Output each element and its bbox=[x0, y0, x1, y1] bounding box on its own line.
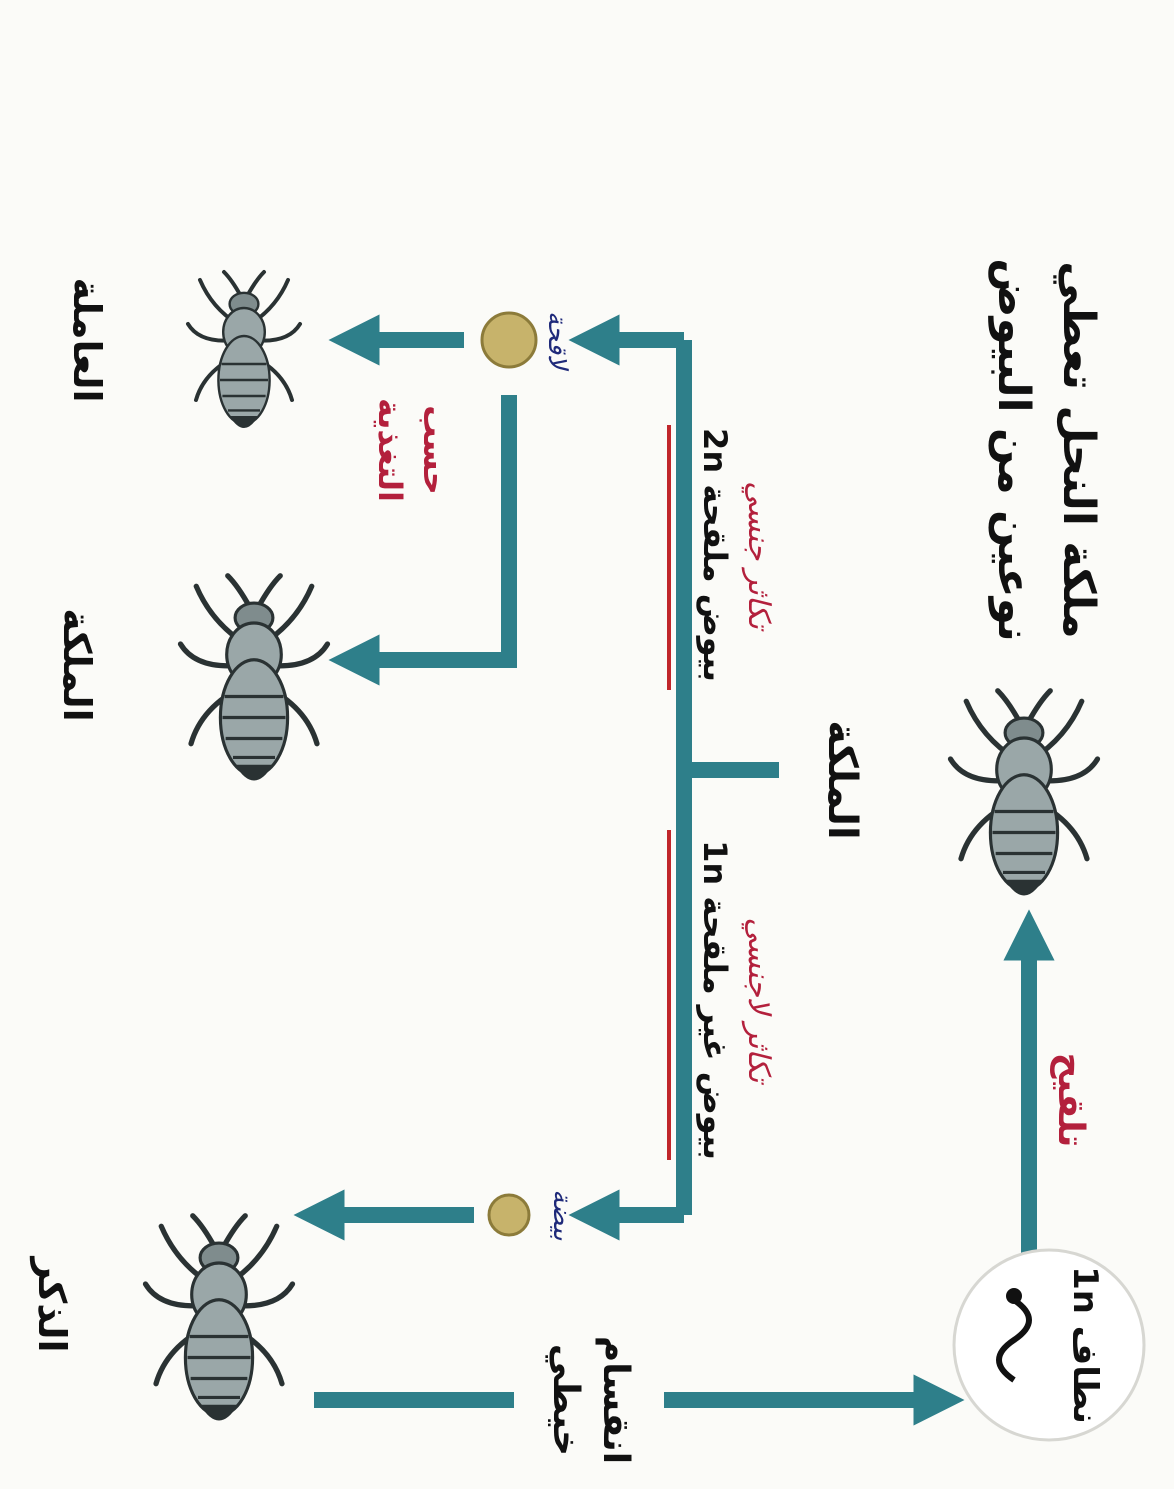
queen-top-icon bbox=[951, 691, 1098, 896]
intro-line2: نوعين من البيوض bbox=[988, 258, 1039, 642]
fertilized-note: تكاثر جنسي bbox=[741, 481, 776, 632]
division-line2: خيطي bbox=[545, 1344, 586, 1456]
sperm-label: نطاف 1n bbox=[1065, 1266, 1105, 1424]
sperm-head bbox=[1006, 1288, 1022, 1304]
nutrition-line1: حسب bbox=[416, 405, 454, 495]
nutrition-line2: التغذية bbox=[371, 398, 409, 502]
unfertilized-eggs-label: بيوض غير ملقحة 1n bbox=[696, 840, 734, 1160]
queen-top-label: الملكة bbox=[819, 720, 865, 839]
fertilized-eggs-label: بيوض ملقحة 2n bbox=[696, 428, 734, 682]
unfertilized-egg-note: بيضة bbox=[547, 1189, 577, 1241]
rotated-content: ملكة النحل تعطي نوعين من البيوض الملكة ت… bbox=[30, 258, 1144, 1464]
sperm-circle bbox=[954, 1250, 1144, 1440]
worker-label: العاملة bbox=[65, 277, 109, 402]
male-label: الذكر bbox=[30, 1256, 74, 1353]
fertilization-label: تلقيح bbox=[1050, 1053, 1091, 1148]
intro-line1: ملكة النحل تعطي bbox=[1053, 261, 1104, 638]
division-line1: انقسام bbox=[595, 1336, 636, 1464]
male-icon bbox=[146, 1216, 293, 1421]
unfertilized-egg bbox=[489, 1195, 529, 1235]
fertilized-egg-note: لاقحة bbox=[542, 311, 572, 372]
unfertilized-note: تكاثر لاجنسي bbox=[741, 918, 776, 1086]
fertilized-egg bbox=[482, 313, 536, 367]
queen-bottom-icon bbox=[181, 576, 328, 781]
queen-bottom-label: الملكة bbox=[55, 608, 99, 721]
worker-icon bbox=[188, 272, 300, 428]
